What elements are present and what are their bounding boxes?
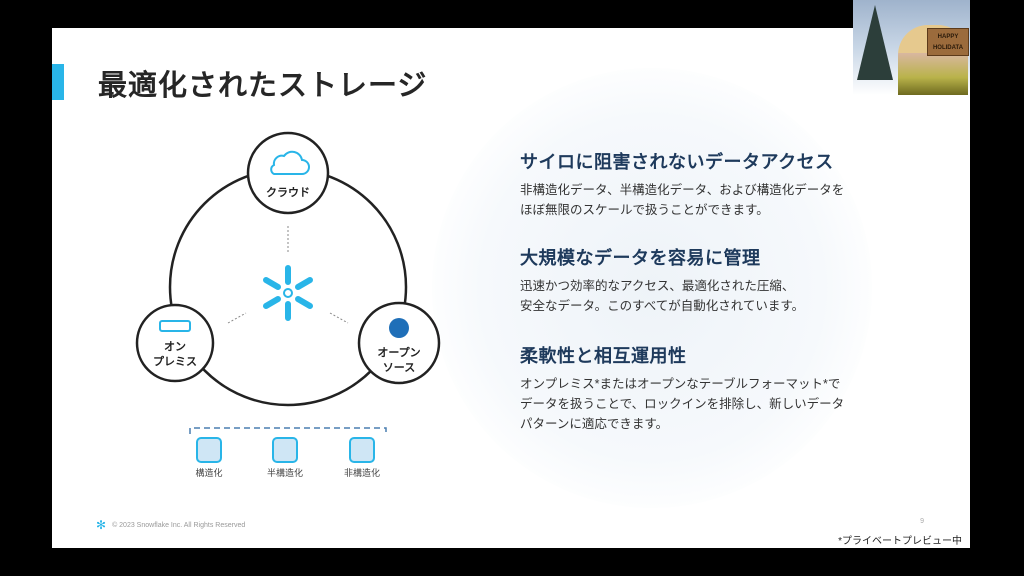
storage-bracket: [189, 427, 387, 434]
slide-title: 最適化されたストレージ: [98, 70, 428, 102]
section-text: 迅速かつ効率的なアクセス、最適化された圧縮、: [520, 279, 795, 293]
section-text: データを扱うことで、ロックインを排除し、新しいデータ: [520, 397, 845, 411]
svg-text:半構造化: 半構造化: [267, 467, 303, 479]
section-text: パターンに適応できます。: [520, 417, 669, 431]
footnote: *プライベートプレビュー中: [838, 536, 962, 547]
footer: ✻ © 2023 Snowflake Inc. All Rights Reser…: [96, 518, 245, 532]
open-source-node: オープン ソース: [357, 301, 441, 385]
svg-text:構造化: 構造化: [195, 467, 222, 479]
server-icon: [159, 320, 191, 332]
cloud-icon: [270, 150, 310, 175]
connector-arrows: [227, 226, 349, 324]
svg-text:オン: オン: [164, 340, 186, 353]
section-heading: サイロに阻害されないデータアクセス: [520, 152, 834, 172]
section-interoperability: 柔軟性と相互運用性 オンプレミス*またはオープンなテーブルフォーマット*で デー…: [520, 342, 940, 434]
section-heading: 大規模なデータを容易に管理: [520, 248, 761, 268]
iceberg-icon: [389, 318, 409, 338]
semi-structured-db-icon: [272, 437, 298, 463]
svg-text:プレミス: プレミス: [153, 354, 197, 368]
cloud-label: クラウド: [266, 186, 310, 199]
tree-image: [857, 5, 893, 80]
section-data-access: サイロに阻害されないデータアクセス 非構造化データ、半構造化データ、および構造化…: [520, 148, 940, 220]
cloud-node: クラウド: [246, 131, 330, 215]
section-text: 非構造化データ、半構造化データ、および構造化データを: [520, 183, 845, 197]
title-accent-bar: [52, 64, 64, 100]
section-text: 安全なデータ。このすべてが自動化されています。: [520, 299, 805, 313]
snowflake-small-icon: ✻: [96, 518, 107, 532]
unstructured-db-icon: [349, 437, 375, 463]
svg-text:非構造化: 非構造化: [344, 467, 380, 479]
svg-text:オープン: オープン: [377, 345, 420, 359]
section-text: オンプレミス*またはオープンなテーブルフォーマット*で: [520, 377, 841, 391]
on-premise-node: オン プレミス: [135, 303, 215, 383]
copyright: © 2023 Snowflake Inc. All Rights Reserve…: [112, 521, 246, 529]
section-text: ほぼ無限のスケールで扱うことができます。: [520, 203, 769, 217]
page-number: 9: [920, 518, 924, 525]
presentation-slide: 最適化されたストレージ クラウド オン プレミス オープン ソース 構造化 半構…: [52, 28, 970, 548]
section-heading: 柔軟性と相互運用性: [520, 346, 687, 366]
svg-text:ソース: ソース: [383, 361, 415, 374]
snowflake-logo-icon: [263, 265, 313, 321]
storage-diagram: クラウド オン プレミス オープン ソース 構造化 半構造化 非構造化: [135, 131, 441, 479]
structured-db-icon: [196, 437, 222, 463]
section-data-management: 大規模なデータを容易に管理 迅速かつ効率的なアクセス、最適化された圧縮、 安全な…: [520, 244, 940, 316]
